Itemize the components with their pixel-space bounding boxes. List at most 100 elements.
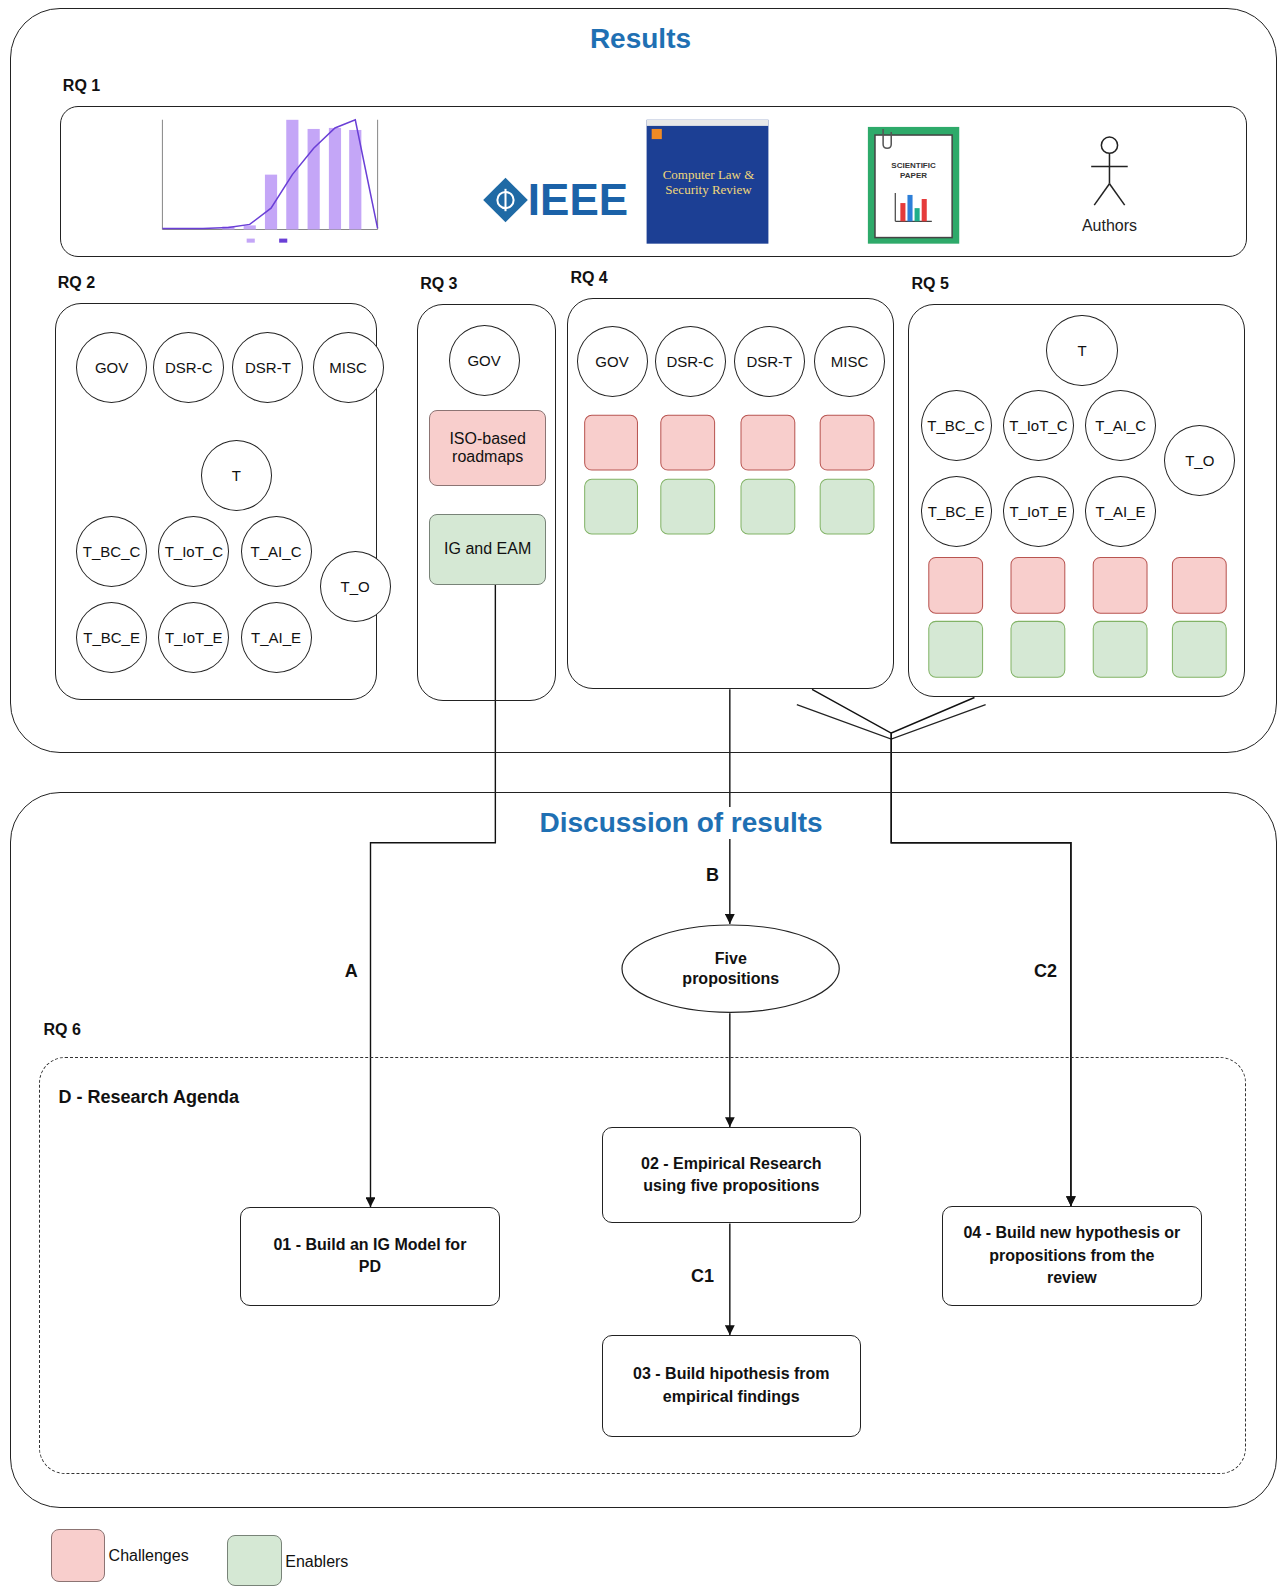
ellipse-outline <box>621 924 840 1013</box>
edge-label: B <box>704 865 721 886</box>
enabler-square <box>1172 621 1226 677</box>
figure-caption: Authors <box>1082 217 1137 235</box>
challenge-square <box>585 415 638 470</box>
enabler-square <box>661 479 715 534</box>
circle-label: T_IoT_C <box>1009 417 1067 434</box>
box-label: IG and EAM <box>444 540 531 558</box>
category-circle: T_BC_E <box>76 602 147 673</box>
box-label: 01 - Build an IG Model for PD <box>261 1234 480 1279</box>
circle-label: T_AI_C <box>1095 417 1146 434</box>
challenge-square <box>820 415 874 470</box>
section-title: Results <box>584 23 697 55</box>
publication-chart <box>247 239 255 243</box>
enabler-square <box>585 479 638 534</box>
edge-label: C1 <box>689 1266 716 1287</box>
journal-cover <box>652 129 662 139</box>
author-figure <box>1091 166 1128 168</box>
ieee-logo <box>483 178 528 223</box>
agenda-box: 04 - Build new hypothesis or proposition… <box>942 1206 1202 1306</box>
rq-heading: RQ 3 <box>420 275 457 293</box>
circle-label: T_BC_E <box>83 629 140 646</box>
legend-swatch <box>51 1529 105 1582</box>
category-circle: DSR-C <box>153 332 224 403</box>
legend-label: Enablers <box>285 1553 348 1571</box>
section-panel: RQ 1GOVDSR-CDSR-TMISCTT_BC_CT_IoT_CT_AI_… <box>10 8 1277 753</box>
circle-label: T_BC_C <box>83 543 141 560</box>
paper-caption: SCIENTIFIC PAPER <box>883 161 945 181</box>
category-circle: MISC <box>814 326 885 397</box>
category-circle: T_IoT_E <box>1003 476 1074 547</box>
category-circle: T_BC_C <box>921 390 992 461</box>
category-circle: T_AI_C <box>241 516 312 587</box>
rq-heading: RQ 1 <box>63 77 100 95</box>
connector-arrow <box>729 1223 730 1335</box>
challenge-square <box>1172 557 1226 613</box>
publication-chart <box>162 120 163 230</box>
category-circle: T_O <box>1164 425 1235 496</box>
enabler-square <box>1011 621 1065 677</box>
ellipse-label: Five propositions <box>666 949 796 989</box>
category-circle: T_AI_C <box>1085 390 1156 461</box>
journal-cover <box>647 120 769 244</box>
circle-label: T_IoT_C <box>165 543 223 560</box>
box-label: ISO-based roadmaps <box>436 430 539 466</box>
circle-label: T_BC_C <box>927 417 985 434</box>
circle-label: T_BC_E <box>928 503 985 520</box>
challenge-square <box>741 415 795 470</box>
paper-icon <box>883 129 891 148</box>
challenge-square <box>1011 557 1065 613</box>
ieee-logo <box>504 189 506 211</box>
legend-swatch <box>227 1535 282 1586</box>
circle-label: T_IoT_E <box>165 629 223 646</box>
rq-heading: RQ 4 <box>570 269 607 287</box>
category-circle: T_AI_E <box>1085 476 1156 547</box>
box-label: 04 - Build new hypothesis or proposition… <box>963 1222 1181 1289</box>
edge-label: C2 <box>1032 960 1059 981</box>
connector-arrow <box>729 1013 730 1127</box>
connector-arrow <box>891 697 1071 1206</box>
agenda-box: 01 - Build an IG Model for PD <box>240 1207 501 1305</box>
paper-icon <box>895 193 896 221</box>
rq-panel: RQ 1 <box>60 106 1248 257</box>
circle-label: GOV <box>95 359 128 376</box>
connector-arrow <box>371 585 496 1207</box>
category-circle: MISC <box>313 332 384 403</box>
circle-label: DSR-T <box>245 359 291 376</box>
circle-label: DSR-C <box>666 353 714 370</box>
paper-icon <box>922 199 927 221</box>
category-circle: T_IoT_C <box>158 516 229 587</box>
circle-label: MISC <box>329 359 367 376</box>
category-circle: T <box>1046 315 1117 386</box>
publication-chart <box>349 130 361 230</box>
circle-label: T <box>1077 342 1086 359</box>
edge-label: A <box>343 960 360 981</box>
category-circle: T <box>201 440 272 511</box>
legend-label: Challenges <box>109 1547 189 1565</box>
paper-icon <box>907 195 912 221</box>
author-figure <box>1101 137 1117 153</box>
author-figure <box>1109 184 1124 205</box>
circle-label: T_O <box>1185 452 1214 469</box>
ieee-logo <box>483 178 528 223</box>
enabler-square <box>929 621 983 677</box>
circle-label: T_AI_C <box>251 543 302 560</box>
paper-icon <box>868 127 959 244</box>
author-figure <box>1094 184 1109 205</box>
category-circle: T_O <box>320 551 391 622</box>
ellipse-shape <box>622 925 839 1012</box>
journal-cover <box>647 120 769 244</box>
publication-chart <box>162 120 377 229</box>
category-circle: T_AI_E <box>241 602 312 673</box>
region-title: D - Research Agenda <box>59 1087 239 1108</box>
circle-label: T_AI_E <box>251 629 301 646</box>
logo-text: IEEE <box>528 175 628 225</box>
category-circle: DSR-T <box>734 326 805 397</box>
enabler-square <box>585 479 1227 677</box>
rq-heading: RQ 5 <box>911 275 948 293</box>
circle-label: DSR-C <box>165 359 213 376</box>
paper-icon <box>915 208 920 221</box>
box-label: 02 - Empirical Research using five propo… <box>623 1153 840 1198</box>
category-circle: GOV <box>449 325 520 396</box>
rq-heading: RQ 2 <box>58 274 95 292</box>
rq-heading: RQ 6 <box>44 1021 81 1039</box>
